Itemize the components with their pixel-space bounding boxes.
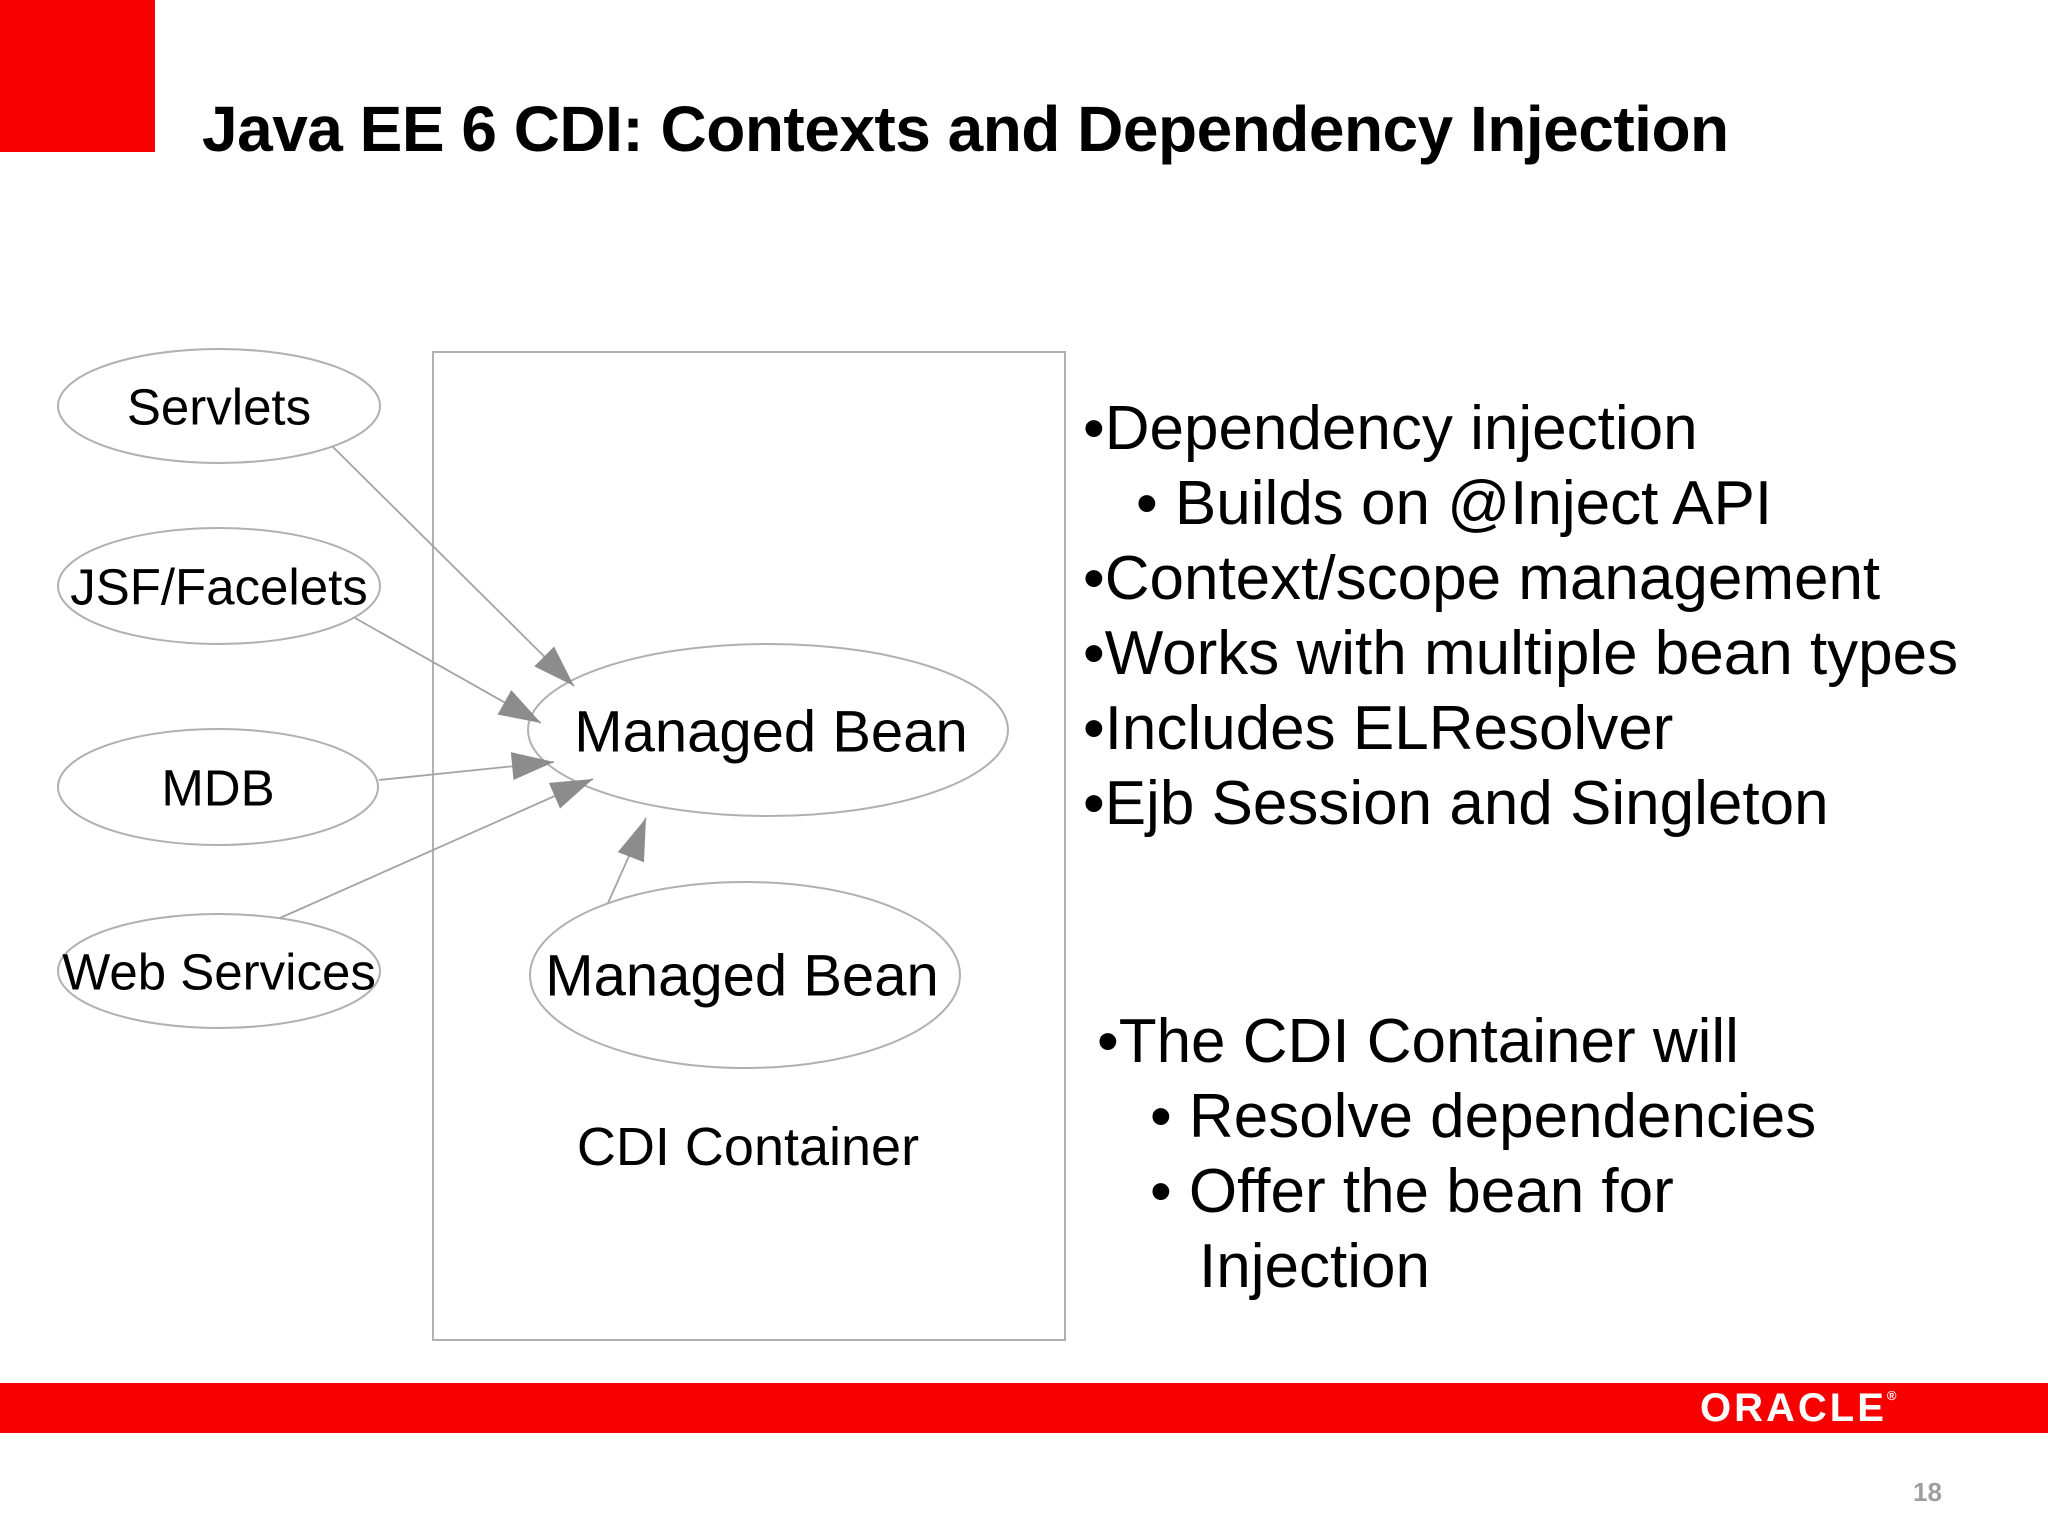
bullet-item: •Ejb Session and Singleton: [1083, 769, 1829, 838]
label-servlets: Servlets: [127, 379, 311, 436]
label-mdb: MDB: [161, 760, 274, 817]
page-number: 18: [1913, 1477, 1942, 1507]
footer-bar: ORACLE ®: [0, 1383, 2048, 1433]
bullet-item: • Resolve dependencies: [1150, 1082, 1817, 1151]
bullet-item: •Dependency injection: [1083, 394, 1698, 463]
label-cdi-container: CDI Container: [577, 1117, 919, 1177]
label-managed-bean-2: Managed Bean: [545, 944, 938, 1009]
ellipse-servlets: [57, 348, 381, 464]
bullet-item: •Works with multiple bean types: [1083, 619, 1959, 688]
bullet-item: •Includes ELResolver: [1083, 694, 1674, 763]
arrowhead-jsf-facelets-icon: [497, 690, 541, 723]
bullet-group-secondary: •The CDI Container will • Resolve depend…: [1097, 1004, 1816, 1304]
label-jsf-facelets: JSF/Facelets: [70, 559, 368, 616]
label-managed-bean-1: Managed Bean: [574, 700, 967, 765]
ellipse-managed-bean-2: [529, 881, 961, 1069]
label-web-services: Web Services: [62, 944, 376, 1001]
oracle-logo-text: ORACLE: [1700, 1385, 1887, 1430]
oracle-logo: ORACLE ®: [1700, 1383, 1896, 1433]
bullet-item: • Offer the bean for: [1150, 1157, 1674, 1226]
arrowhead-mdb-icon: [510, 752, 554, 780]
slide-title: Java EE 6 CDI: Contexts and Dependency I…: [202, 93, 1729, 165]
bullet-item: •Context/scope management: [1083, 544, 1881, 613]
bullet-item: • Builds on @Inject API: [1136, 469, 1773, 538]
ellipse-web-services: [57, 913, 381, 1029]
arrowhead-web-services-icon: [548, 779, 593, 809]
brand-corner-block: [0, 0, 155, 152]
registered-trademark-icon: ®: [1886, 1388, 1897, 1403]
arrowhead-servlets-icon: [534, 646, 574, 686]
arrow-line-web-services: [279, 778, 594, 919]
ellipse-mdb: [57, 728, 379, 846]
bullet-group-primary: •Dependency injection • Builds on @Injec…: [1083, 391, 1958, 841]
arrow-line-servlets: [332, 446, 575, 687]
cdi-container-box: [432, 351, 1066, 1341]
ellipse-jsf-facelets: [57, 527, 381, 645]
bullet-item: Injection: [1199, 1232, 1430, 1301]
ellipse-managed-bean-1: [527, 643, 1009, 817]
arrowhead-managed-bean-2-icon: [617, 818, 646, 863]
bullet-item: •The CDI Container will: [1097, 1007, 1739, 1076]
